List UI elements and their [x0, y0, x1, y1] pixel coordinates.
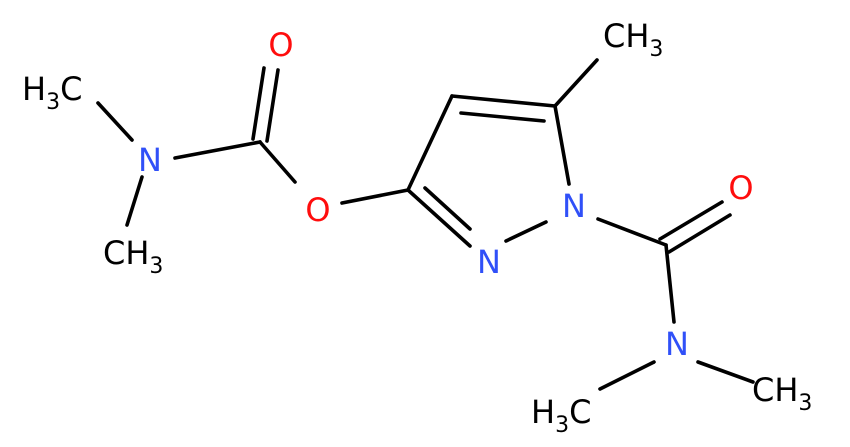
bond-c3-n2-inner: [423, 186, 472, 231]
bond-n1-c-amide: [596, 217, 668, 247]
atom-n-amide: N: [665, 325, 689, 363]
bond-c4-c5-inner: [459, 111, 546, 123]
bond-c-o-double-a: [251, 66, 266, 141]
atom-o-ester: O: [305, 191, 330, 229]
bond-c3-c4: [406, 94, 454, 192]
bond-n-ch3-left: [598, 360, 656, 391]
bond-c-n-amide: [664, 243, 676, 324]
atom-ch3-amide-right: CH3: [752, 371, 812, 416]
bond-o-ring-c3: [340, 188, 410, 205]
bond-n-ch3-bottom: [125, 175, 144, 227]
atom-n-carbamate: N: [138, 141, 162, 179]
atom-ch3-ring-methyl: CH3: [603, 17, 663, 62]
atom-label-layer: O N H3C CH3 O N N CH3 O N H3C CH3: [22, 17, 812, 438]
bond-n-ch3-right: [696, 360, 755, 384]
atom-o-amide: O: [728, 169, 753, 207]
bond-c-o-amide-b: [667, 213, 732, 254]
bond-c4-c5: [450, 94, 557, 108]
bond-c-o-ester: [258, 140, 297, 184]
atom-ch3-amide-left: H3C: [531, 393, 591, 438]
bond-c-n-carbamate: [173, 140, 262, 160]
atom-n-ring-1: N: [562, 187, 586, 225]
atom-o-carbonyl-top: O: [268, 26, 293, 64]
atom-ch3-bottom-left: CH3: [103, 234, 163, 279]
atom-n-ring-2: N: [477, 243, 501, 281]
bond-c5-n1: [553, 104, 571, 186]
bond-layer: [96, 58, 755, 391]
bond-n-ch3-top: [96, 101, 134, 142]
bond-c3-n2: [406, 188, 472, 248]
bond-c-o-double-b: [265, 68, 280, 143]
bond-n1-n2: [504, 220, 548, 243]
bond-c-o-amide-a: [658, 200, 724, 241]
bond-c5-methyl: [553, 58, 599, 108]
atom-ch3-top-left: H3C: [22, 70, 82, 115]
